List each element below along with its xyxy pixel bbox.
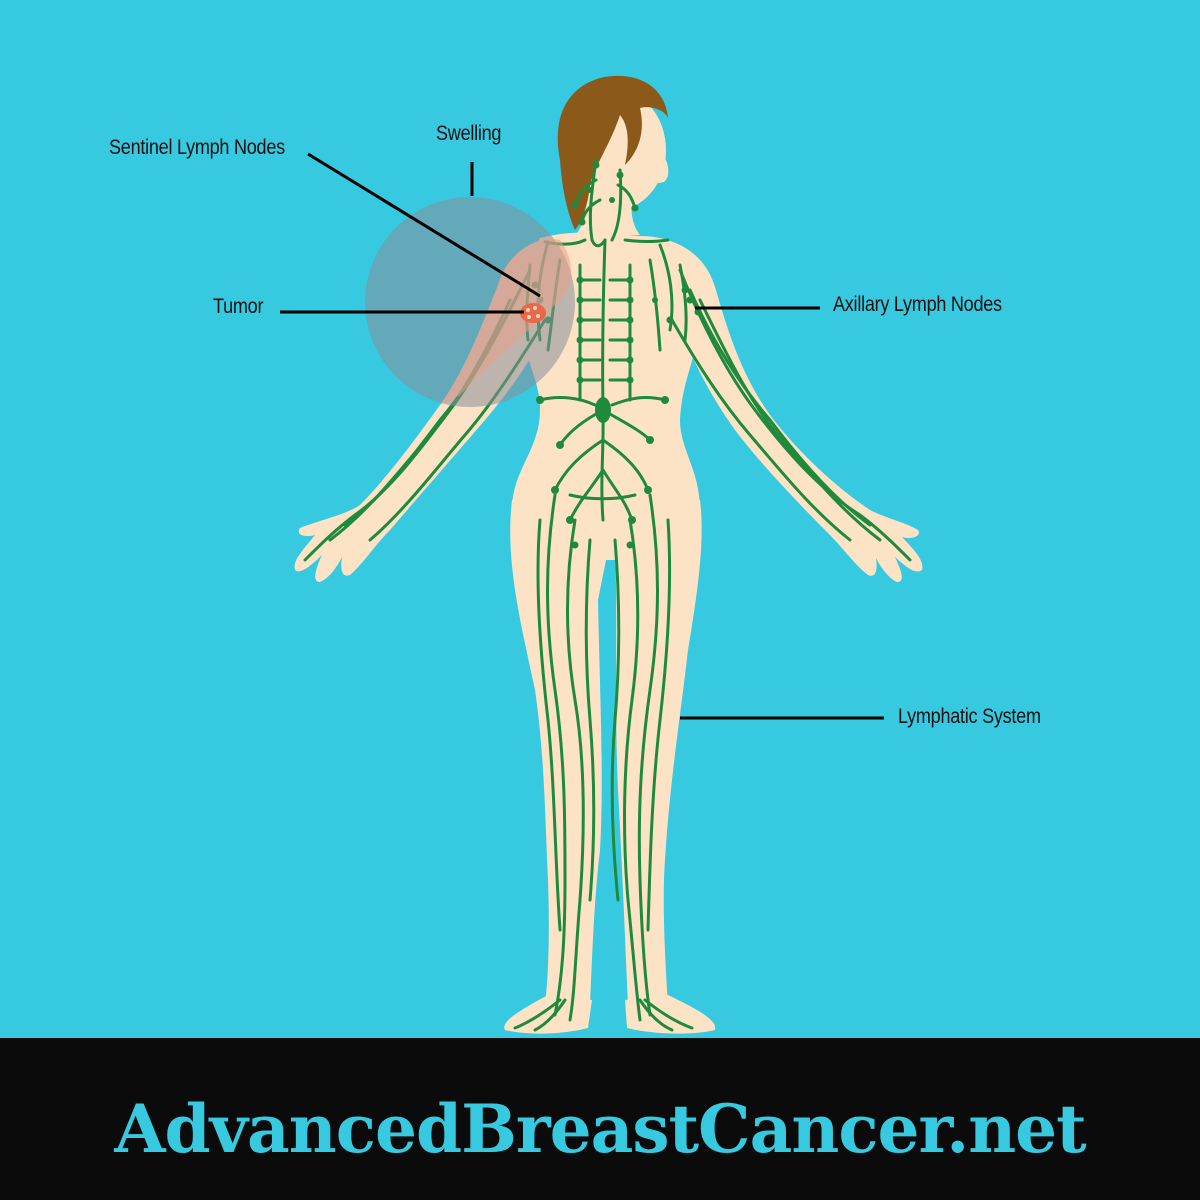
lymph-nodes — [531, 161, 702, 549]
label-sentinel-lymph-nodes: Sentinel Lymph Nodes — [109, 136, 285, 159]
label-lymphatic-system: Lymphatic System — [898, 705, 1041, 728]
tumor-mass — [520, 303, 546, 323]
hair — [557, 75, 668, 230]
site-name: AdvancedBreastCancer.net — [114, 1090, 1086, 1168]
label-tumor: Tumor — [213, 295, 264, 318]
sentinel-leader-line — [307, 152, 541, 298]
label-axillary-lymph-nodes: Axillary Lymph Nodes — [833, 293, 1002, 316]
lymphatic-diagram — [280, 75, 923, 1034]
footer-banner: AdvancedBreastCancer.net — [0, 1038, 1200, 1200]
body-silhouette — [294, 90, 923, 1034]
leader-lines — [280, 152, 884, 720]
swelling-redness — [440, 238, 572, 405]
label-swelling: Swelling — [436, 122, 502, 145]
